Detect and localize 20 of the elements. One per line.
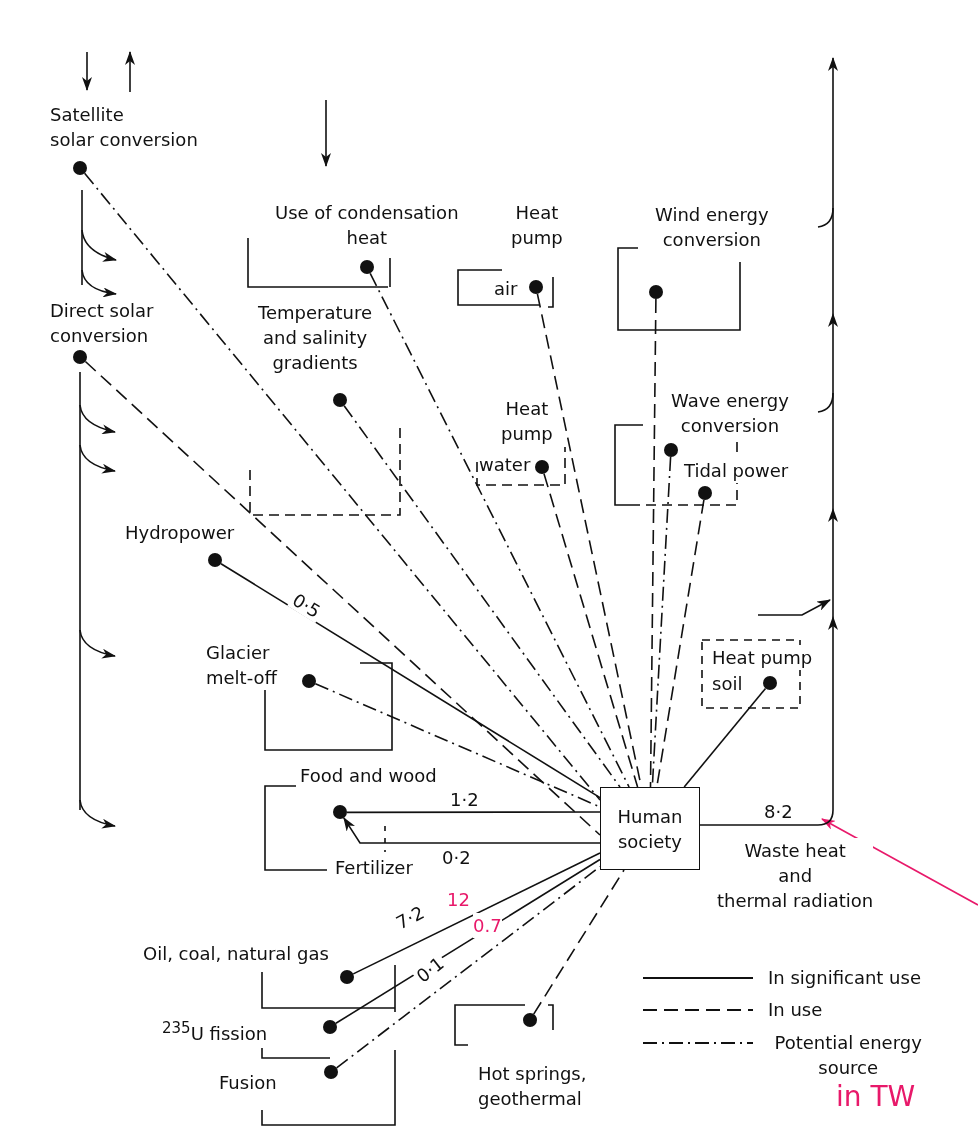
connector-line [543, 472, 639, 788]
connector-line [220, 562, 601, 799]
legend-label: In use [768, 998, 823, 1022]
connector-line [649, 298, 657, 788]
connector-line [369, 272, 630, 788]
connector-line [343, 404, 621, 788]
arrow [343, 817, 601, 844]
connector-line [683, 687, 767, 788]
node-label: Tidal power [684, 458, 789, 483]
connector-line [352, 852, 601, 975]
arrow [699, 57, 838, 826]
connector-line [84, 360, 601, 836]
connector-line [532, 869, 625, 1015]
legend-label: Potential energy source [774, 1031, 922, 1080]
connector-line [346, 811, 601, 814]
legend-label: In significant use [768, 966, 921, 990]
connector-line [83, 172, 601, 801]
process-box: Human society [600, 787, 700, 870]
node-label: Heat pump [712, 645, 813, 670]
annotation-text: 0.7 [473, 913, 502, 938]
